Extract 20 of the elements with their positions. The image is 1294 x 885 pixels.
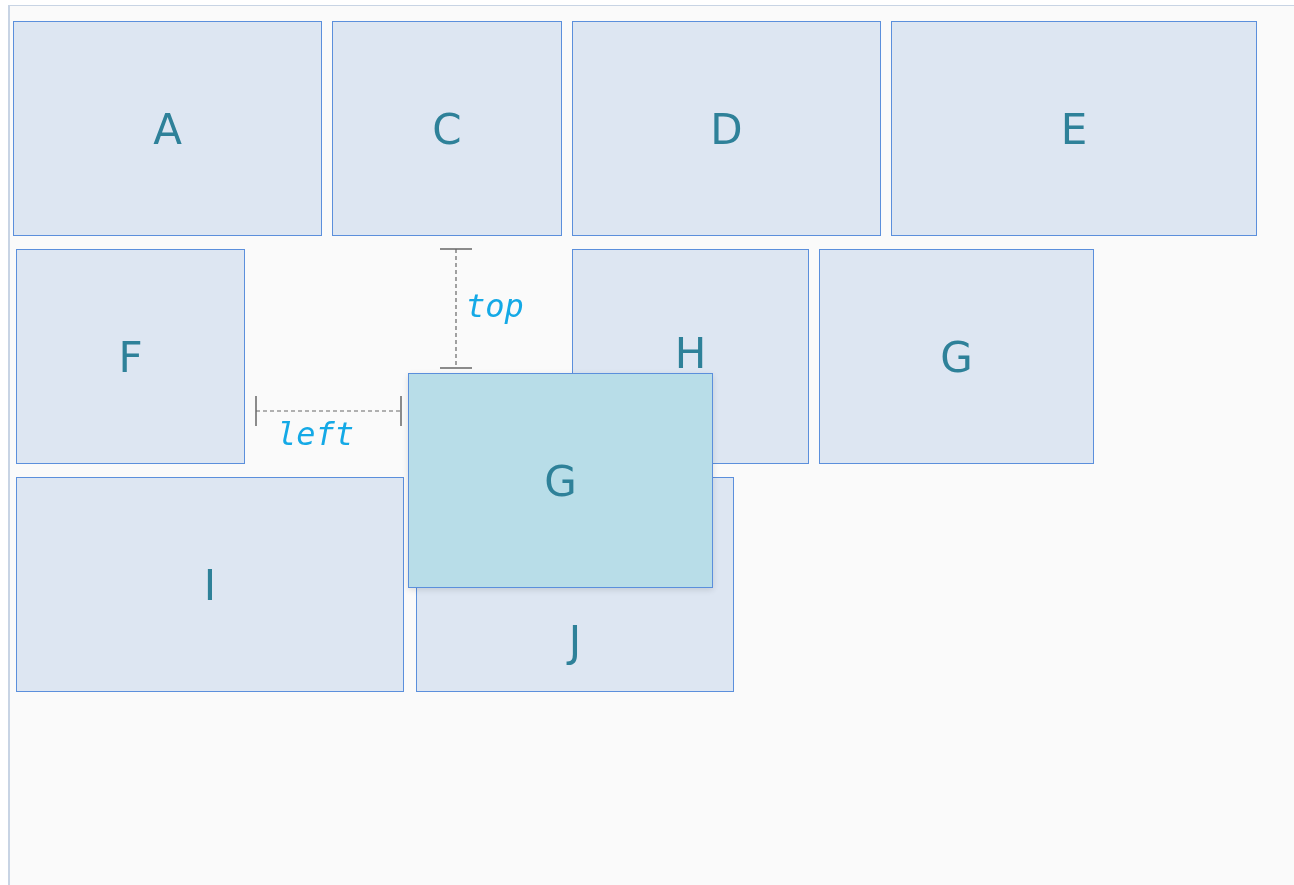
layout-tile <box>16 249 245 464</box>
layout-tile <box>16 477 404 692</box>
tile-letter: D <box>710 105 743 154</box>
tile-letter: H <box>674 330 707 378</box>
dragged-tile <box>408 373 713 588</box>
dimension-label: left <box>277 416 355 452</box>
layout-tile <box>819 249 1094 464</box>
tile-letter: G <box>544 457 577 506</box>
tile-letter: G <box>940 333 973 382</box>
layout-tile <box>332 21 562 236</box>
layout-tile <box>572 21 881 236</box>
tile-letter: C <box>432 105 462 154</box>
tile-letter: A <box>153 105 182 154</box>
tile-letter: I <box>203 561 217 610</box>
layout-tile <box>891 21 1257 236</box>
tile-letter: J <box>568 618 582 666</box>
layout-tile <box>13 21 322 236</box>
tile-letter: F <box>118 333 143 382</box>
dimension-label: top <box>466 288 524 324</box>
tile-letter: E <box>1060 105 1088 154</box>
